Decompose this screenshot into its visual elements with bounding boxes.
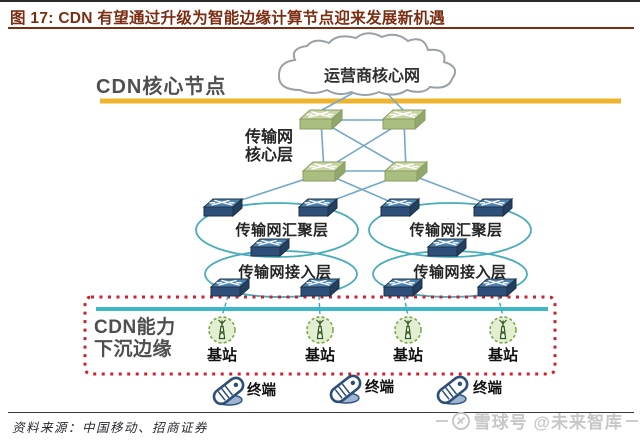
phone-icon <box>209 373 248 409</box>
aggregation-layer-label-right: 传输网汇聚层 <box>409 222 503 239</box>
terminal-label: 终端 <box>473 381 502 397</box>
watermark-dash <box>435 419 448 422</box>
core-switch-icon <box>299 109 343 130</box>
base-station-icon <box>489 316 517 344</box>
figure-title: 图 17: CDN 有望通过升级为智能边缘计算节点迎来发展新机遇 <box>10 10 446 27</box>
top-border-line <box>0 0 640 2</box>
watermark-text: 雪球号 @未来智库 <box>473 413 623 432</box>
base-station-icon <box>306 316 334 344</box>
access-layer-label-left: 传输网接入层 <box>238 264 332 281</box>
footer-separator-line <box>8 412 634 413</box>
core-switch-icon <box>382 109 426 130</box>
base-station-icon <box>208 316 236 344</box>
base-station-icon <box>394 316 422 344</box>
watermark-logo-icon <box>451 411 470 430</box>
source-note: 资料来源：中国移动、招商证券 <box>12 421 209 435</box>
transport-core-layer-label: 传输网 核心层 <box>244 129 293 164</box>
base-station-label: 基站 <box>392 347 423 364</box>
cdn-core-node-label: CDN核心节点 <box>96 76 227 98</box>
core-switch-icon <box>384 161 428 182</box>
watermark-dash <box>626 419 638 422</box>
watermark: 雪球号 @未来智库 <box>435 408 638 433</box>
title-underline <box>8 27 634 29</box>
access-layer-label-right: 传输网接入层 <box>413 264 507 281</box>
access-drop-links <box>221 295 504 317</box>
terminal-label: 终端 <box>247 383 276 399</box>
base-station-label: 基站 <box>206 347 237 364</box>
base-station-label: 基站 <box>304 347 335 364</box>
cloud-icon <box>277 32 457 96</box>
aggregation-switch-icon <box>380 198 420 217</box>
aggregation-switch-icon <box>203 198 243 217</box>
phone-icon <box>433 372 472 408</box>
phone-icon <box>326 371 365 407</box>
cdn-edge-sink-label: CDN能力 下沉边缘 <box>94 317 176 360</box>
base-station-label: 基站 <box>487 347 518 364</box>
aggregation-switch-icon <box>298 198 338 217</box>
terminal-label: 终端 <box>365 380 394 396</box>
aggregation-layer-label-left: 传输网汇聚层 <box>235 222 329 239</box>
core-switch-icon <box>302 161 346 182</box>
aggregation-switch-icon <box>473 198 513 217</box>
cloud-label: 运营商核心网 <box>323 68 420 85</box>
aggregation-switch-icon <box>250 238 290 257</box>
aggregation-switch-icon <box>427 238 467 257</box>
